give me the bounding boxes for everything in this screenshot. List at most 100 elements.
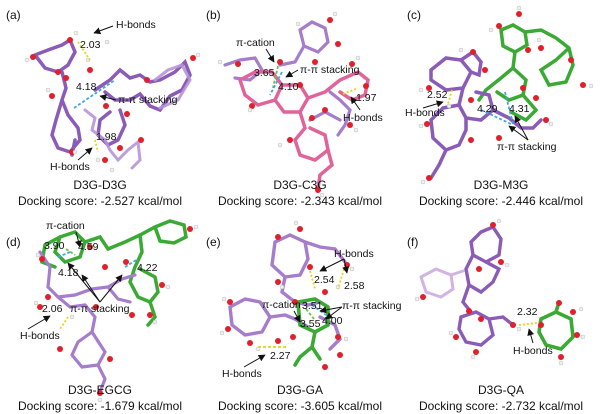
pi-stacking-line-c2 — [504, 91, 514, 125]
pi-stacking-line-d2 — [124, 258, 139, 268]
pi-stacking-line-d1 — [57, 251, 71, 258]
arrow — [325, 306, 343, 320]
annotation-hbonds: H-bonds — [50, 161, 90, 173]
arrow — [319, 306, 343, 314]
distance-label: 3.90 — [44, 240, 65, 252]
distance-label: 2.06 — [42, 303, 63, 315]
molecule-view-c: 2.52 4.29 4.31 H-bonds π-π stacking — [405, 5, 594, 185]
annotation-pi-pi: π-π stacking — [300, 64, 360, 76]
distance-label: 2.58 — [344, 280, 365, 292]
panel-label: (a) — [6, 8, 21, 22]
arrow — [319, 258, 345, 272]
panel-e: 2.54 2.58 3.51 3.55 4.00 2.27 H-bonds π-… — [200, 207, 402, 414]
oxygen-atoms-c — [424, 11, 586, 181]
complex-name: D3G-GA — [276, 383, 323, 397]
d3g-ring-faded — [419, 267, 465, 299]
arrow — [99, 274, 123, 303]
annotation-pi-cation: π-cation — [236, 37, 275, 49]
hydrogen-atoms-d — [33, 224, 199, 403]
pi-stacking-line-c1 — [480, 109, 512, 125]
hbond-line-d — [59, 316, 69, 330]
distance-label: 1.97 — [356, 92, 377, 104]
arrow — [74, 231, 82, 248]
arrow — [93, 25, 114, 35]
arrow — [67, 262, 101, 303]
annotation-pi-cation: π-cation — [46, 220, 85, 232]
distance-label: 4.10 — [278, 81, 299, 93]
panel-label: (e) — [206, 235, 221, 249]
hydrogen-atoms-c — [418, 5, 594, 185]
distance-label: 4.59 — [78, 241, 99, 253]
pi-cation-line-e — [305, 308, 315, 320]
arrow — [285, 69, 299, 78]
pi-stacking-line-a — [73, 79, 116, 109]
molecule-view-f: 2.32 H-bonds — [414, 218, 586, 366]
hbond-line-f — [518, 322, 538, 326]
hydrogen-atoms-f — [414, 218, 586, 366]
annotation-hbonds: H-bonds — [513, 345, 553, 357]
complex-name: D3G-EGCG — [67, 383, 132, 397]
distance-label: 1.98 — [96, 131, 117, 143]
distance-label: 2.32 — [517, 306, 538, 318]
panel-label: (b) — [206, 8, 221, 22]
d3g-molecule-2 — [83, 63, 192, 170]
molecule-view-e: 2.54 2.58 3.51 3.55 4.00 2.27 H-bonds π-… — [219, 220, 402, 380]
ga-molecule — [293, 297, 330, 367]
annotation-hbonds: H-bonds — [334, 248, 374, 260]
docking-score: Docking score: -1.679 kcal/mol — [17, 399, 183, 413]
panel-label: (f) — [407, 235, 419, 249]
arrow — [514, 115, 529, 141]
panel-label: (d) — [6, 235, 21, 249]
hydrogen-atoms-a — [24, 30, 201, 173]
qa-molecule — [537, 300, 575, 352]
panel-b: 3.65 4.10 1.97 π-cation π-π stacking H-b… — [200, 0, 400, 208]
d3g-molecule — [457, 224, 515, 347]
molecule-view-d: 3.90 4.59 4.18 4.22 2.06 π-cation π-π st… — [20, 219, 199, 403]
panel-d: 3.90 4.59 4.18 4.22 2.06 π-cation π-π st… — [0, 207, 200, 414]
hydrogen-atoms-e — [219, 220, 355, 352]
panel-c: 2.52 4.29 4.31 H-bonds π-π stacking (c) … — [401, 0, 601, 208]
oxygen-atoms-d — [37, 226, 193, 396]
distance-label: 3.65 — [254, 67, 275, 79]
arrow — [342, 258, 350, 274]
pi-stacking-line-b — [269, 71, 283, 96]
distance-label: 3.51 — [302, 300, 323, 312]
complex-name: D3G-C3G — [273, 178, 327, 192]
panel-f: 2.32 H-bonds (f) D3G-QA Docking score: -… — [401, 207, 601, 414]
annotation-hbonds: H-bonds — [222, 368, 262, 380]
molecule-view-a: 2.03 4.18 1.98 H-bonds π-π stacking H-bo… — [24, 19, 201, 173]
distance-label: 4.31 — [509, 103, 530, 115]
distance-label: 4.29 — [477, 103, 498, 115]
arrow — [81, 274, 101, 303]
hydrogen-atoms-b — [217, 11, 361, 198]
panel-a: 2.03 4.18 1.98 H-bonds π-π stacking H-bo… — [0, 0, 201, 208]
hbond-line-b — [342, 87, 359, 95]
docking-score: Docking score: -2.732 kcal/mol — [418, 399, 584, 413]
distance-label: 2.27 — [270, 350, 291, 362]
molecule-view-b: 3.65 4.10 1.97 π-cation π-π stacking H-b… — [217, 11, 383, 198]
hbond-line-e2 — [337, 268, 345, 290]
distance-label: 3.55 — [300, 318, 321, 330]
distance-label: 2.52 — [427, 89, 448, 101]
docking-score: Docking score: -2.527 kcal/mol — [17, 194, 183, 208]
annotation-hbonds: H-bonds — [116, 19, 156, 31]
arrow — [350, 96, 361, 111]
annotation-pi-pi: π-π stacking — [342, 300, 402, 312]
complex-name: D3G-M3G — [473, 178, 529, 192]
d3g-molecule — [38, 250, 137, 394]
pi-cation-line-b — [272, 65, 279, 89]
c3g-molecule — [238, 69, 370, 190]
hbond-line-e1 — [309, 270, 316, 290]
arrow — [243, 354, 266, 368]
arrow — [422, 100, 444, 109]
oxygen-atoms-a — [30, 37, 196, 163]
arrow — [99, 94, 117, 101]
oxygen-atoms-b — [235, 17, 369, 193]
arrow — [527, 328, 535, 344]
distance-label: 4.00 — [322, 315, 343, 327]
distance-label: 2.03 — [80, 39, 101, 51]
distance-label: 4.18 — [76, 81, 97, 93]
annotation-pi-pi: π-π stacking — [497, 141, 557, 153]
pi-cation-line-d — [65, 248, 76, 256]
annotation-pi-pi: π-π stacking — [70, 303, 130, 315]
